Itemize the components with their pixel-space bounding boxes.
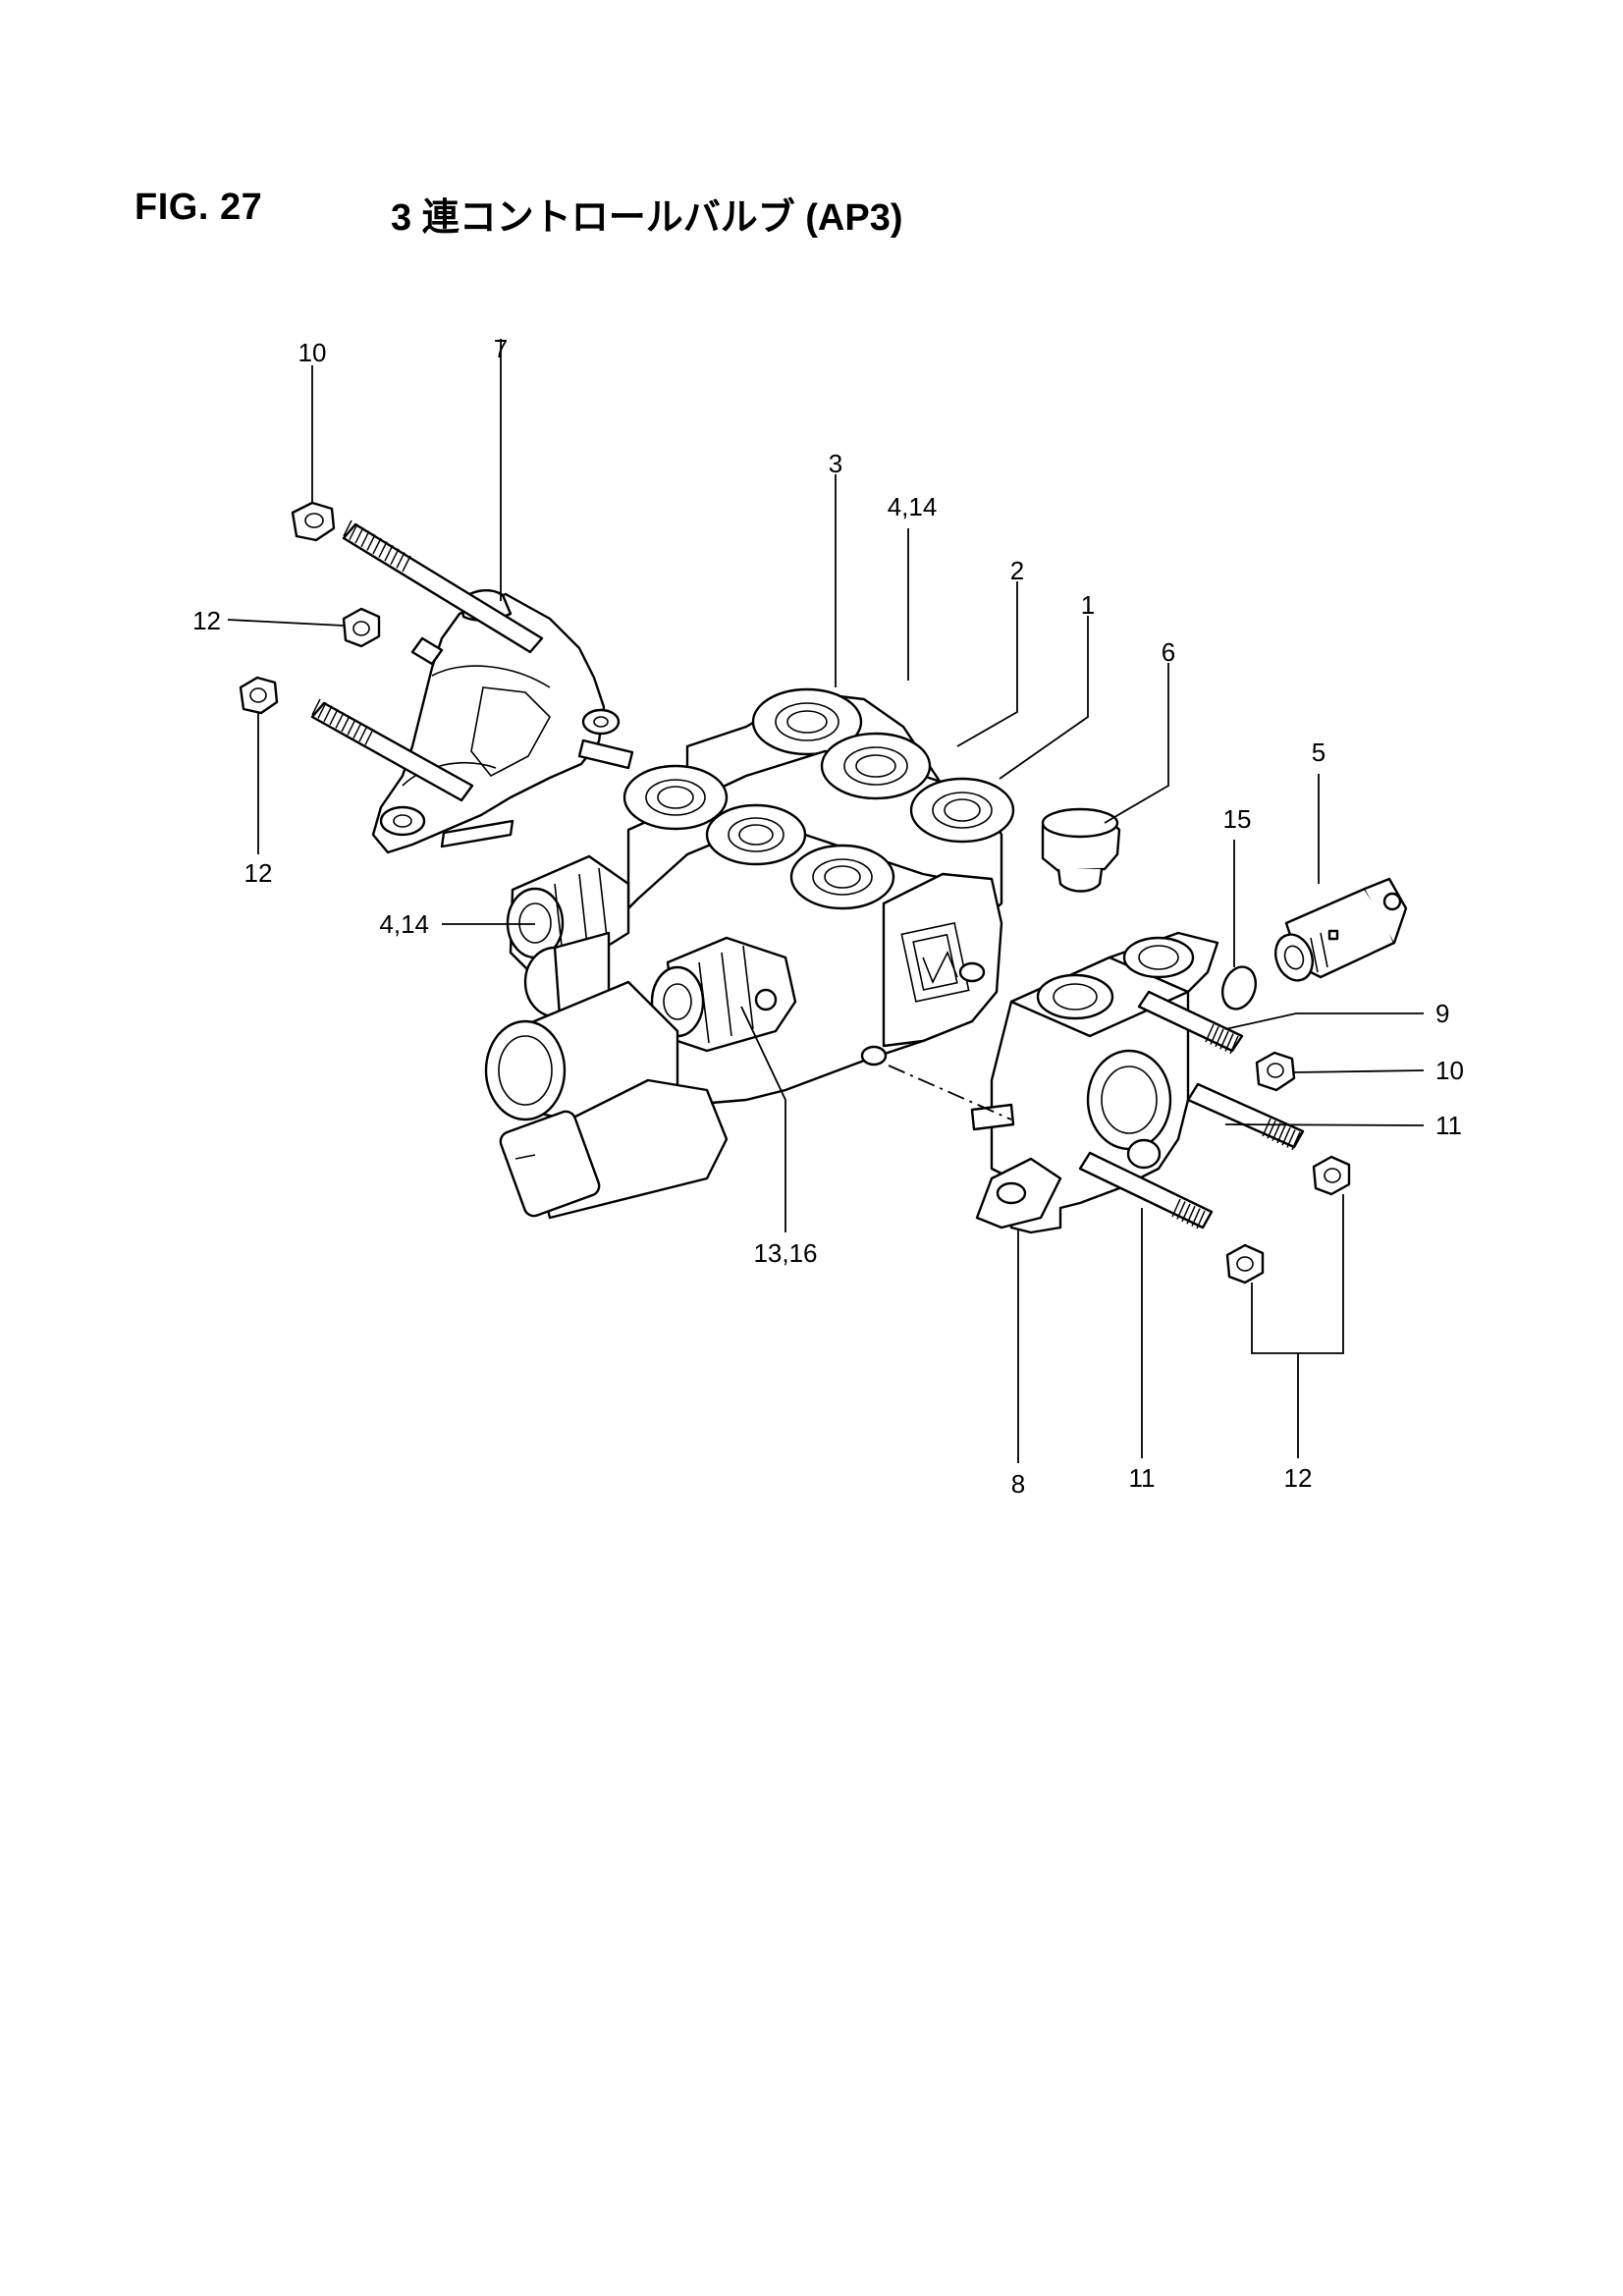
callout-8: 8	[1011, 1469, 1025, 1499]
callout-13-16: 13,16	[753, 1238, 817, 1268]
thread-line	[1291, 1131, 1301, 1151]
thread-line	[1215, 1028, 1224, 1048]
callout-labels: 10 7 3 4,14 2 1 12 6 5 15 12 4,14 9 10 1…	[192, 334, 1464, 1499]
thread-line	[1196, 1210, 1206, 1230]
thread-line	[1219, 1030, 1229, 1050]
thread-line	[341, 715, 351, 733]
thread-line	[323, 705, 333, 723]
thread-line	[343, 519, 352, 537]
callout-4-14: 4,14	[379, 909, 429, 939]
thread-line	[402, 555, 411, 573]
spool-cap-lower-part-13	[650, 936, 797, 1053]
o-ring-part-15	[1220, 965, 1258, 1011]
figure-title: 3 連コントロールバルブ (AP3)	[391, 197, 903, 239]
hex-nut-part-12-left	[239, 676, 279, 715]
thread-line	[317, 702, 327, 719]
callout-1: 1	[1081, 590, 1095, 620]
thread-line	[1205, 1023, 1215, 1043]
thread-line	[1224, 1033, 1234, 1052]
thread-line	[366, 534, 376, 551]
thread-line	[1281, 1126, 1291, 1146]
plug-part-6	[1041, 807, 1121, 893]
thread-line	[1191, 1208, 1201, 1227]
callout-11: 11	[1435, 1111, 1462, 1140]
thread-line	[1229, 1035, 1239, 1055]
hex-nut-part-10-right	[1255, 1051, 1296, 1092]
callout-3: 3	[829, 449, 842, 478]
callout-2: 2	[1010, 556, 1024, 585]
callout-7: 7	[494, 334, 508, 363]
hex-nut-part-10-top	[291, 501, 336, 542]
assembly-center-line	[888, 1065, 1012, 1121]
spool-cap-upper-part-4	[506, 854, 630, 1018]
thread-line	[1171, 1198, 1181, 1218]
thread-line	[390, 548, 400, 566]
thread-line	[1176, 1201, 1186, 1220]
thread-line	[358, 725, 368, 742]
hex-nut-part-12-lower	[1225, 1243, 1265, 1285]
figure-number: FIG. 27	[135, 187, 263, 228]
bolt-threads-right	[1171, 1023, 1301, 1230]
callout-10: 10	[298, 338, 327, 367]
thread-line	[329, 708, 339, 726]
solenoid-cylinders	[484, 980, 729, 1220]
thread-line	[360, 530, 370, 548]
callout-4-14: 4,14	[888, 492, 938, 521]
thread-line	[335, 712, 345, 729]
thread-line	[311, 698, 321, 716]
thread-line	[347, 719, 356, 736]
hex-nut-part-12-top	[342, 607, 381, 648]
callout-12: 12	[244, 858, 273, 888]
bolt-threads-left	[311, 519, 411, 745]
end-cover-part-7	[371, 589, 621, 854]
callout-12: 12	[1284, 1463, 1313, 1493]
figure-header: FIG. 27 3 連コントロールバルブ (AP3)	[0, 0, 1623, 295]
relief-valve-part-5	[1273, 877, 1408, 982]
leader-lines	[227, 339, 1425, 1463]
thread-line	[1181, 1203, 1191, 1223]
thread-line	[384, 544, 394, 562]
stud-bolts-left	[310, 522, 634, 848]
end-cover-part-8	[970, 931, 1219, 1234]
thread-line	[349, 523, 358, 540]
callout-12: 12	[192, 606, 221, 635]
thread-line	[378, 541, 388, 558]
callout-11: 11	[1129, 1463, 1156, 1493]
thread-line	[1267, 1120, 1276, 1139]
stud-bolts-right	[1078, 990, 1305, 1230]
thread-line	[1210, 1026, 1219, 1045]
callout-15: 15	[1223, 804, 1252, 834]
callout-6: 6	[1162, 637, 1175, 667]
thread-line	[1271, 1122, 1281, 1141]
thread-line	[1286, 1129, 1296, 1148]
thread-line	[1276, 1124, 1286, 1144]
hex-nut-part-12-right	[1312, 1155, 1351, 1196]
thread-line	[1262, 1118, 1271, 1137]
thread-line	[354, 526, 364, 544]
thread-line	[364, 729, 374, 745]
thread-line	[1186, 1205, 1196, 1225]
callout-9: 9	[1435, 999, 1449, 1028]
thread-line	[396, 552, 406, 569]
thread-line	[352, 722, 362, 739]
callout-10: 10	[1435, 1056, 1464, 1085]
thread-line	[372, 537, 382, 555]
callout-5: 5	[1312, 738, 1325, 767]
